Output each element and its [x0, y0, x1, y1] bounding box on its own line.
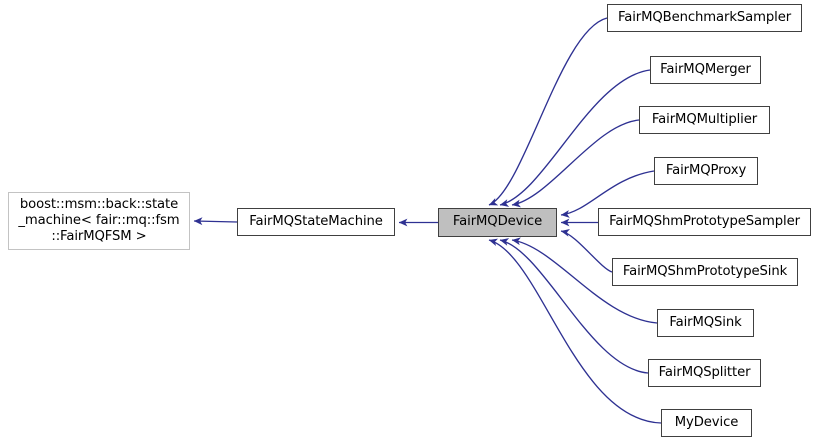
node-fairmq-merger[interactable]: FairMQMerger — [650, 56, 761, 84]
inheritance-edge — [499, 69, 651, 207]
inheritance-edge — [488, 17, 608, 206]
node-fairmq-shm-prototype-sampler[interactable]: FairMQShmPrototypeSampler — [598, 208, 811, 236]
node-my-device[interactable]: MyDevice — [661, 409, 752, 437]
inheritance-edge — [193, 217, 238, 226]
node-fairmq-benchmark-sampler[interactable]: FairMQBenchmarkSampler — [607, 4, 802, 32]
node-fairmq-sink[interactable]: FairMQSink — [657, 309, 754, 337]
node-fairmq-splitter[interactable]: FairMQSplitter — [648, 359, 761, 387]
inheritance-edge — [560, 228, 613, 273]
node-boost-state-machine[interactable]: boost::msm::back::state _machine< fair::… — [8, 192, 190, 250]
node-fairmq-device[interactable]: FairMQDevice — [438, 208, 557, 237]
node-fairmq-shm-prototype-sink[interactable]: FairMQShmPrototypeSink — [612, 258, 798, 286]
inheritance-edge — [511, 119, 640, 208]
node-fairmq-multiplier[interactable]: FairMQMultiplier — [639, 106, 770, 134]
node-fairmq-proxy[interactable]: FairMQProxy — [654, 157, 758, 185]
node-fairmq-state-machine[interactable]: FairMQStateMachine — [237, 208, 395, 236]
